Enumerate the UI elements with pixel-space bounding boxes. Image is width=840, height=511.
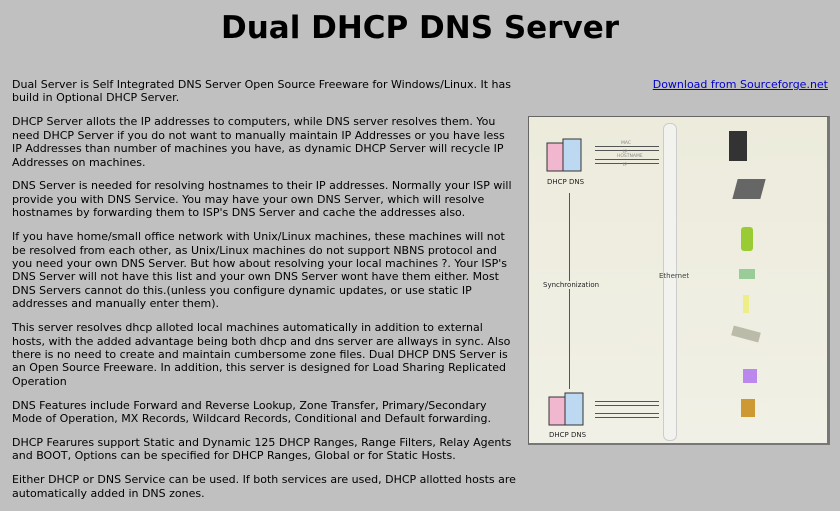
server-rack-icon [729, 131, 747, 161]
ethernet-bus [663, 123, 677, 441]
arrow-label: HOSTNAME [617, 154, 643, 159]
pda-icon [741, 227, 753, 251]
paragraph: DHCP Fearures support Static and Dynamic… [12, 435, 512, 463]
paragraph: Dual Server is Self Integrated DNS Serve… [12, 78, 511, 105]
server-icon [548, 392, 584, 426]
server-label-bottom: DHCP DNS [549, 431, 587, 439]
device-icon [739, 269, 755, 279]
paragraph: DHCP Server allots the IP addresses to c… [12, 115, 505, 169]
server-label-top: DHCP DNS [547, 178, 585, 186]
paragraph: DNS Server is needed for resolving hostn… [12, 179, 512, 220]
paragraph: Either DHCP or DNS Service can be used. … [12, 473, 516, 500]
paragraph: DNS Features include Forward and Reverse… [12, 398, 491, 426]
paragraph: This server resolves dhcp alloted local … [12, 321, 511, 388]
sync-label: Synchronization [543, 281, 600, 289]
antenna-icon [743, 295, 749, 313]
computer-icon [741, 399, 755, 417]
sync-line [569, 193, 570, 389]
arrow-label: IP [623, 163, 628, 168]
laptop-icon [732, 179, 766, 199]
camera-icon [743, 369, 757, 383]
page-title: Dual DHCP DNS Server [220, 10, 620, 46]
switch-icon [731, 325, 761, 343]
arrow-label: MAC [621, 141, 632, 146]
description: Dual Server is Self Integrated DNS Serve… [12, 78, 518, 511]
network-diagram: DHCP DNS MAC IP HOSTNAME IP Synchronizat… [528, 116, 830, 445]
download-link[interactable]: Download from Sourceforge.net [652, 78, 828, 91]
paragraph: If you have home/small office network wi… [12, 230, 507, 311]
arrow-label: IP [623, 150, 628, 155]
server-icon [546, 138, 582, 172]
ethernet-label: Ethernet [659, 272, 690, 280]
